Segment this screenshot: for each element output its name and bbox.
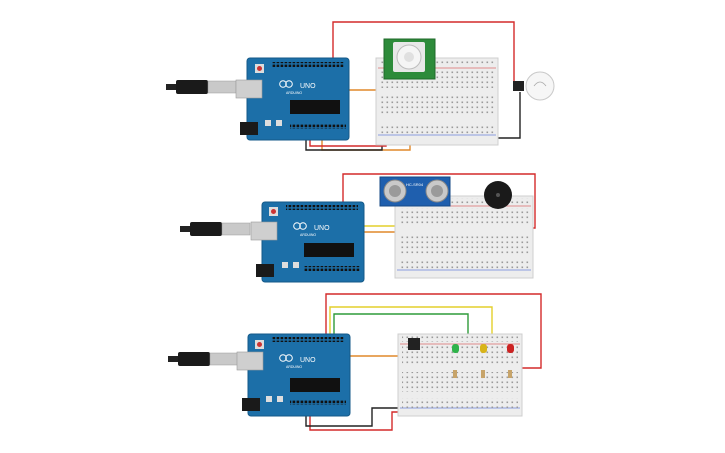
arduino-uno-board[interactable]: UNO ARDUINO	[250, 201, 365, 283]
breadboard[interactable]	[394, 195, 534, 279]
usb-cable[interactable]	[168, 352, 239, 366]
usb-cable[interactable]	[180, 222, 251, 236]
board-model-label: UNO	[300, 83, 316, 90]
pir-sensor-icon[interactable]	[383, 38, 436, 80]
board-model-label: UNO	[314, 225, 330, 232]
led-icon[interactable]	[452, 344, 459, 378]
ultrasonic-sensor-icon[interactable]: HC-SR04	[379, 176, 451, 207]
led-icon[interactable]	[480, 344, 487, 378]
circuit-3: UNO ARDUINO	[168, 293, 542, 431]
bulb-icon[interactable]	[513, 71, 555, 101]
wire-red[interactable]	[325, 293, 542, 369]
circuit-2: UNO ARDUINO HC-SR04	[180, 173, 536, 283]
board-brand-label: ARDUINO	[300, 233, 316, 237]
buzzer-icon[interactable]	[484, 181, 512, 209]
sensor-icon[interactable]	[408, 338, 420, 350]
wire-black[interactable]	[305, 407, 410, 427]
arduino-uno-board[interactable]: UNO ARDUINO	[236, 333, 351, 417]
wire-black[interactable]	[498, 92, 521, 139]
board-brand-label: ARDUINO	[286, 365, 302, 369]
circuit-1: UNO ARDUINO	[166, 21, 555, 151]
ultrasonic-sensor-label: HC-SR04	[406, 182, 424, 187]
board-model-label: UNO	[300, 357, 316, 364]
board-brand-label: ARDUINO	[286, 91, 302, 95]
usb-cable[interactable]	[166, 80, 237, 94]
arduino-uno-board[interactable]: UNO ARDUINO	[235, 57, 350, 141]
led-icon[interactable]	[507, 344, 514, 378]
